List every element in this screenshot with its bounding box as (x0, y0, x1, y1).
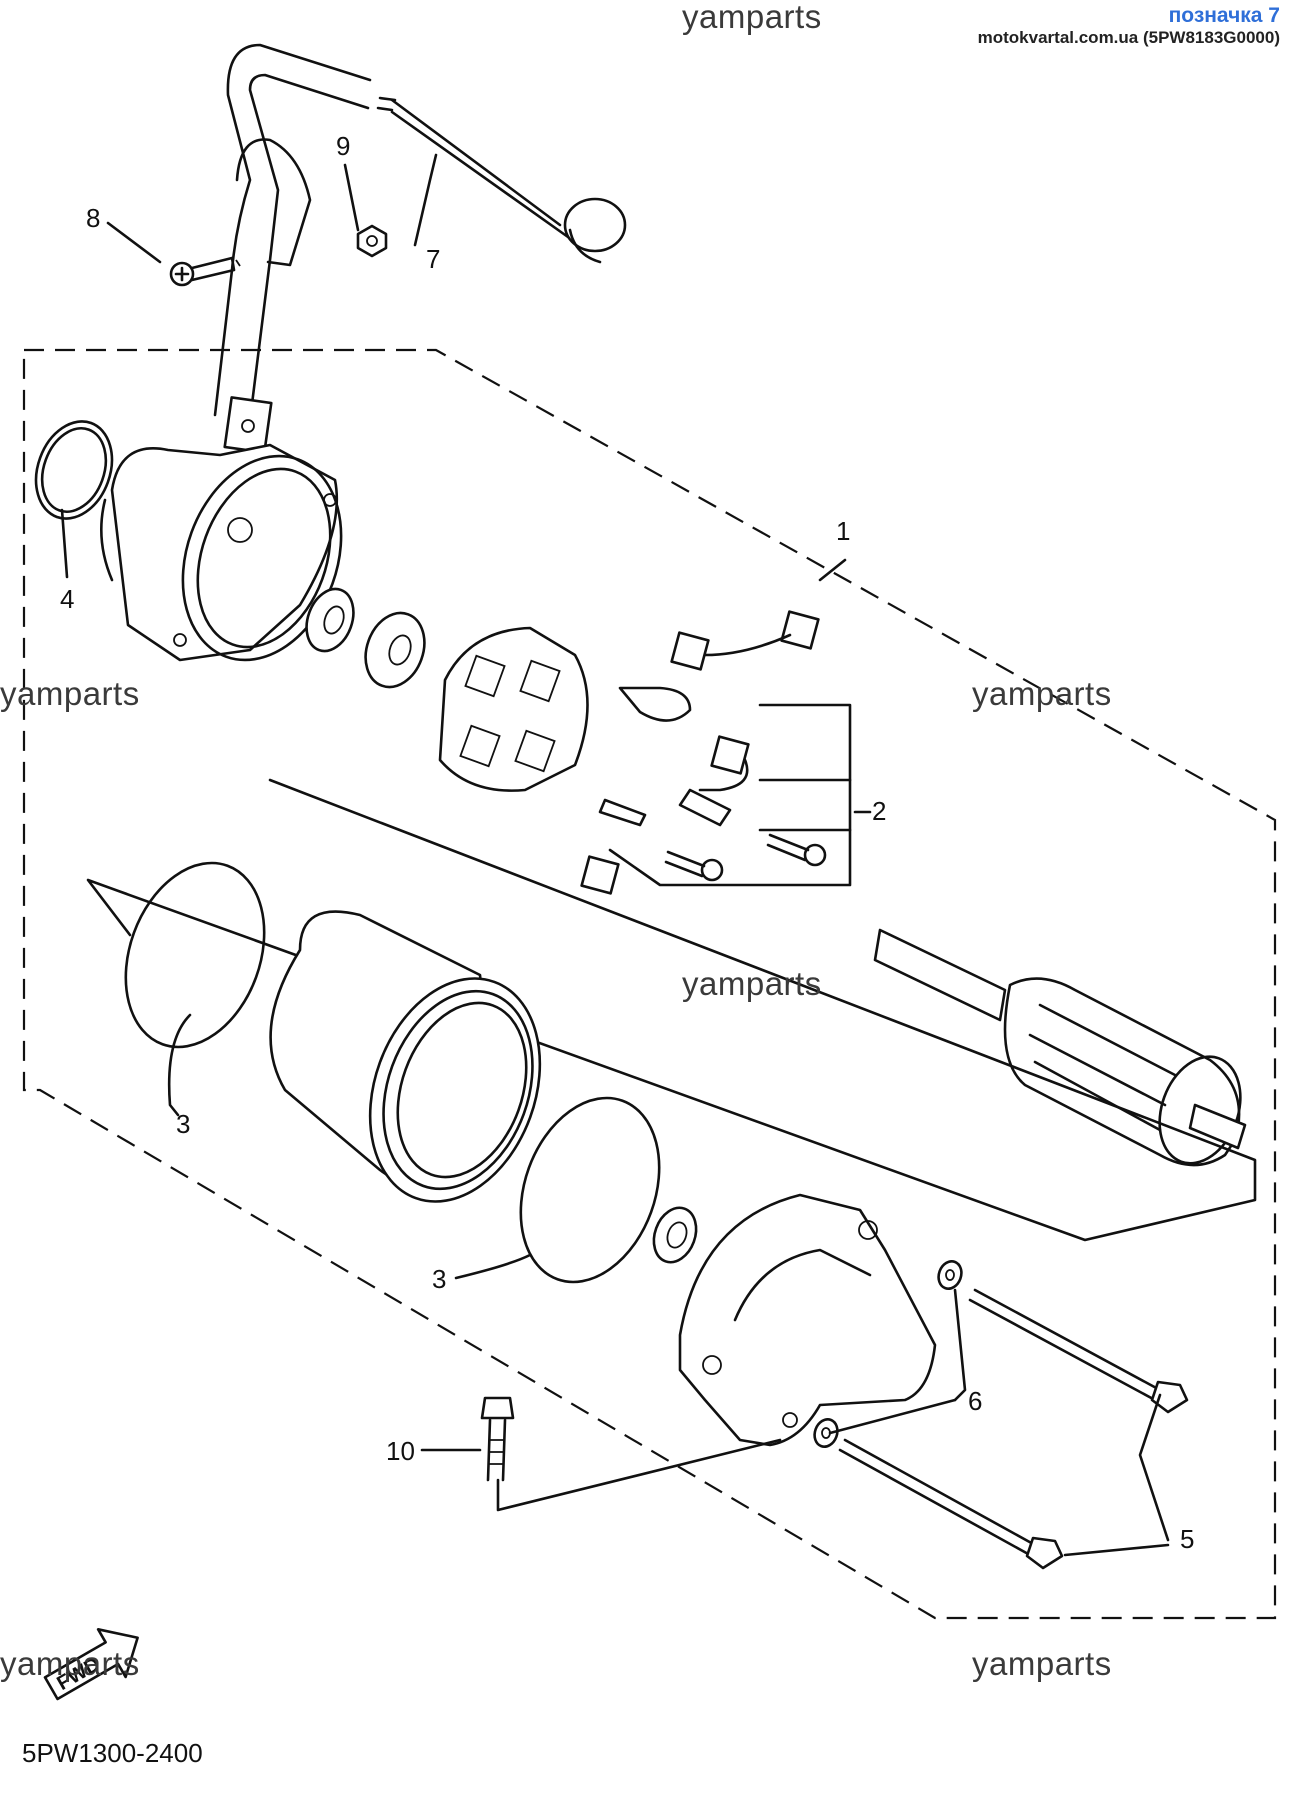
watermark-bottom-left: yamparts (0, 1645, 140, 1682)
callout-3b: 3 (432, 1264, 446, 1294)
bearing-part (305, 587, 426, 689)
callout-3a: 3 (176, 1109, 190, 1139)
watermark-right: yamparts (972, 675, 1112, 712)
diagram-tag: позначка 7 (1168, 4, 1280, 27)
brush-set-part-2 (580, 610, 852, 895)
assembly-boundary (22, 348, 1277, 1620)
brush-holder-part (438, 626, 589, 792)
o-ring-part-4 (34, 420, 114, 520)
watermark-left: yamparts (0, 675, 140, 712)
bushing-part (652, 1206, 698, 1264)
front-cover-part (678, 1193, 937, 1447)
callout-1: 1 (836, 516, 850, 546)
screw-part-8 (169, 256, 241, 287)
gasket-part-3b (519, 1096, 661, 1284)
callout-7: 7 (426, 244, 440, 274)
bolt-part-10 (480, 1396, 515, 1482)
watermark-bottom-right: yamparts (972, 1645, 1112, 1682)
callout-4: 4 (60, 584, 74, 614)
yoke-part (269, 910, 542, 1203)
long-bolt-part-5a (968, 1288, 1189, 1414)
source-reference: motokvartal.com.ua (5PW8183G0000) (977, 28, 1280, 47)
watermark-center: yamparts (682, 965, 822, 1002)
callout-5: 5 (1180, 1524, 1194, 1554)
callout-8: 8 (86, 203, 100, 233)
long-bolt-part-5b (838, 1438, 1064, 1570)
leader-lines (60, 153, 1170, 1557)
callout-6: 6 (968, 1386, 982, 1416)
washer-part-6b (813, 1418, 839, 1448)
rear-cover-part (100, 443, 343, 662)
gasket-part-3a (124, 861, 266, 1049)
nut-part-9 (356, 224, 388, 258)
diagram-code: 5PW1300-2400 (22, 1738, 203, 1768)
yoke-subassembly-outline (86, 778, 1257, 1242)
watermark-top: yamparts (682, 0, 822, 35)
callout-10: 10 (386, 1436, 415, 1466)
callout-9: 9 (336, 131, 350, 161)
washer-part-6a (937, 1260, 963, 1290)
callout-2: 2 (872, 796, 886, 826)
lead-wire-part (213, 43, 627, 454)
armature-part (873, 928, 1247, 1167)
